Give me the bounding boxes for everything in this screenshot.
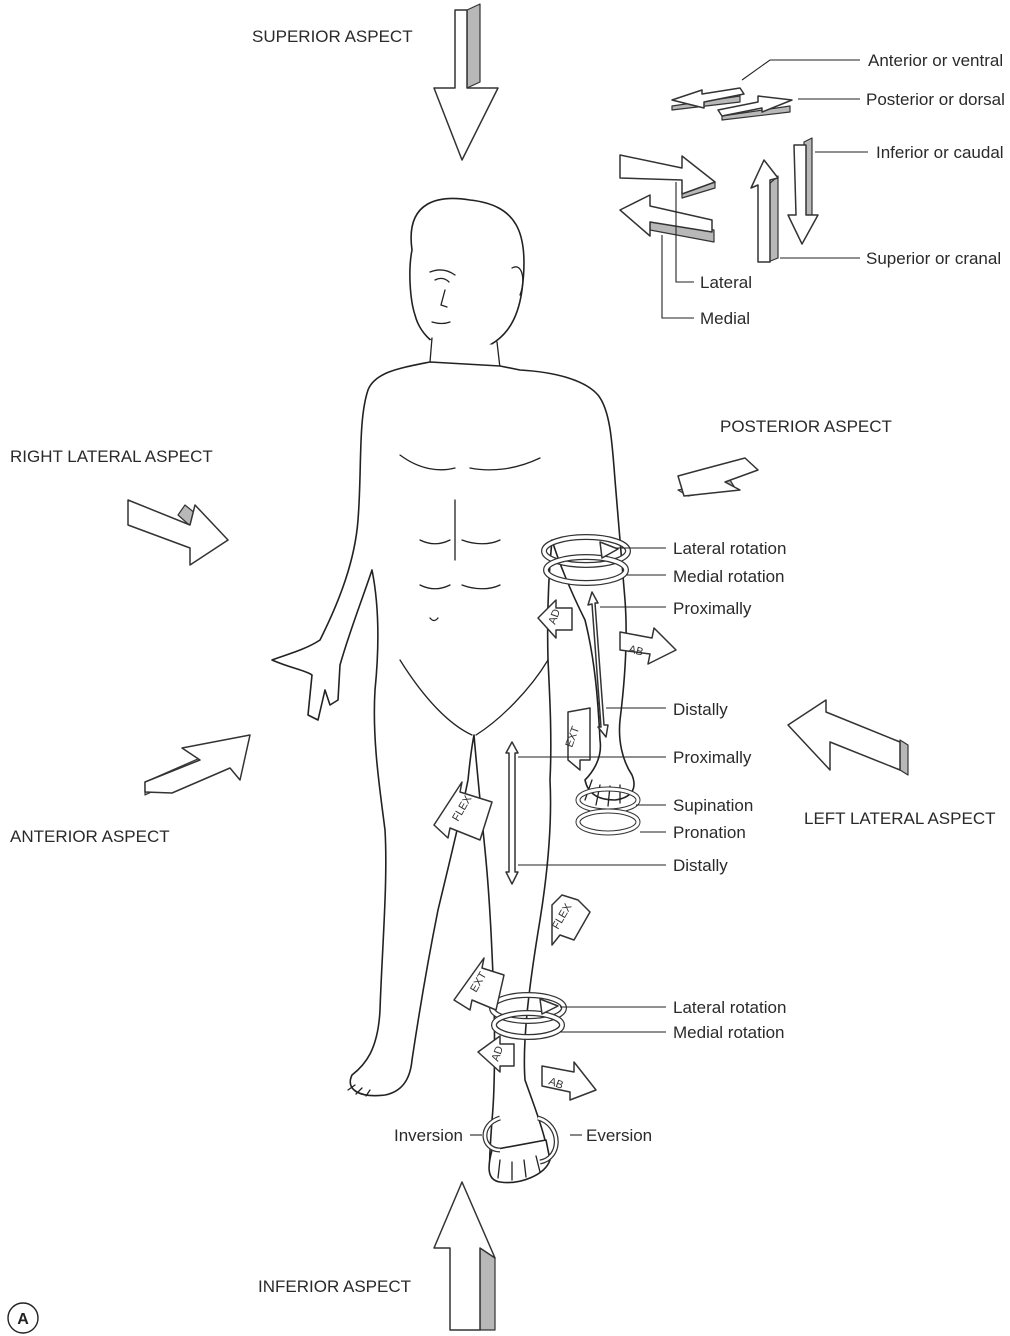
left-lateral-aspect-label: LEFT LATERAL ASPECT [804, 809, 995, 828]
arm-distally-label: Distally [673, 700, 728, 719]
inferior-aspect-label: INFERIOR ASPECT [258, 1277, 411, 1296]
posterior-aspect-arrow [678, 458, 758, 496]
figure-letter: A [17, 1311, 29, 1328]
arm-lateral-rotation-label: Lateral rotation [673, 539, 786, 558]
legend-arrows [620, 88, 818, 262]
inferior-aspect-arrow [434, 1182, 495, 1330]
anterior-aspect-label: ANTERIOR ASPECT [10, 827, 170, 846]
left-lateral-aspect-arrow [788, 700, 908, 775]
figure-letter-badge: A [8, 1303, 38, 1333]
legend-superior-label: Superior or cranal [866, 249, 1001, 268]
extension-arrow-arm: EXT [564, 708, 590, 770]
legend-posterior-label: Posterior or dorsal [866, 90, 1005, 109]
posterior-aspect-label: POSTERIOR ASPECT [720, 417, 892, 436]
svg-text:AB: AB [627, 643, 644, 658]
leg-distally-label: Distally [673, 856, 728, 875]
inversion-label: Inversion [394, 1126, 463, 1145]
arm-proximally-label: Proximally [673, 599, 752, 618]
right-lateral-aspect-arrow [128, 500, 228, 565]
flexion-arrow-lower-leg: FLEX [550, 895, 590, 945]
leg-lateral-rotation-label: Lateral rotation [673, 998, 786, 1017]
superior-aspect-arrow [434, 4, 498, 160]
leg-medial-rotation-label: Medial rotation [673, 1023, 785, 1042]
legend-medial-label: Medial [700, 309, 750, 328]
legend-anterior-label: Anterior or ventral [868, 51, 1003, 70]
superior-aspect-label: SUPERIOR ASPECT [252, 27, 413, 46]
pronation-label: Pronation [673, 823, 746, 842]
anterior-aspect-arrow [145, 735, 250, 795]
eversion-label: Eversion [586, 1126, 652, 1145]
legend-lateral-label: Lateral [700, 273, 752, 292]
abduction-arrow-arm: AB [620, 628, 676, 664]
human-figure [272, 198, 634, 1182]
leg-proximally-label: Proximally [673, 748, 752, 767]
abduction-arrow-leg: AB [542, 1062, 596, 1100]
right-lateral-aspect-label: RIGHT LATERAL ASPECT [10, 447, 213, 466]
arm-medial-rotation-label: Medial rotation [673, 567, 785, 586]
legend-inferior-label: Inferior or caudal [876, 143, 1004, 162]
supination-label: Supination [673, 796, 753, 815]
